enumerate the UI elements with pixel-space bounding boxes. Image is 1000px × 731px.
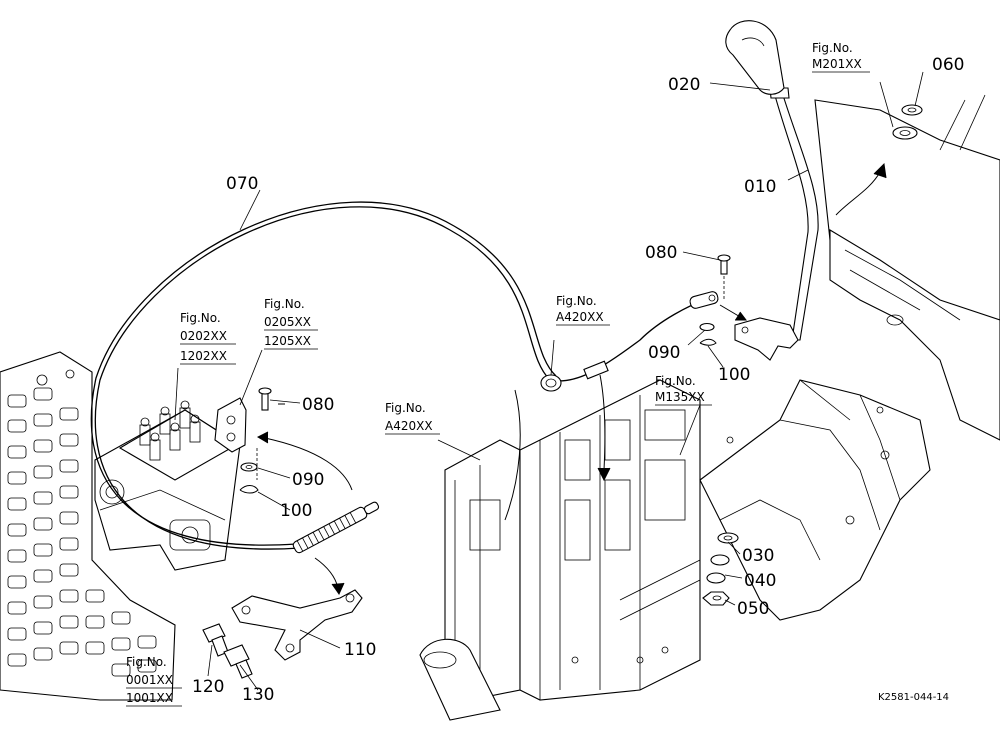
callout-030: 030 (742, 546, 774, 566)
figref-code: 0205XX (264, 315, 311, 329)
callout-020: 020 (668, 75, 700, 95)
assembly-arrows (256, 162, 887, 596)
figref-code: M135XX (655, 390, 705, 404)
right-frame (699, 94, 1000, 621)
lever-110 (231, 589, 363, 661)
figref-0001: Fig.No. 0001XX 1001XX (126, 655, 182, 707)
callout-050: 050 (737, 599, 769, 619)
engine-block (0, 351, 176, 701)
leader-lines (110, 71, 924, 701)
bolt-120 (202, 623, 229, 657)
callouts: 020 010 060 070 080 090 100 080 090 100 … (192, 55, 964, 705)
figref-title: Fig.No. (264, 297, 305, 311)
washer-040 (706, 554, 730, 584)
figref-title: Fig.No. (126, 655, 167, 669)
figref-title: Fig.No. (180, 311, 221, 325)
callout-010: 010 (744, 177, 776, 197)
injection-pump (94, 400, 241, 571)
figref-code: 1205XX (264, 334, 311, 348)
callout-060: 060 (932, 55, 964, 75)
callout-070: 070 (226, 174, 258, 194)
figref-code: A420XX (385, 419, 433, 433)
callout-090-left: 090 (292, 470, 324, 490)
throttle-cable (90, 201, 719, 554)
figref-title: Fig.No. (385, 401, 426, 415)
callout-100-left: 100 (280, 501, 312, 521)
governor-bracket (214, 387, 272, 494)
figref-code: 1202XX (180, 349, 227, 363)
figref-code: 0001XX (126, 673, 173, 687)
callout-100-top: 100 (718, 365, 750, 385)
figref-title: Fig.No. (655, 374, 696, 388)
callout-090-top: 090 (648, 343, 680, 363)
bolt-130 (223, 644, 253, 679)
center-frame (419, 379, 701, 721)
figref-code: 1001XX (126, 691, 173, 705)
figref-code: 0202XX (180, 329, 227, 343)
figref-code: M201XX (812, 57, 862, 71)
callout-080-left: 080 (302, 395, 334, 415)
figref-m135: Fig.No. M135XX (655, 374, 712, 406)
washer-060 (892, 104, 923, 140)
figref-m201: Fig.No. M201XX (812, 41, 870, 73)
lever-plate (699, 254, 799, 361)
figref-a420-top: Fig.No. A420XX (556, 294, 610, 326)
gear-knob (725, 20, 785, 95)
gear-lever (769, 87, 819, 341)
figref-0205: Fig.No. 0205XX 1205XX (264, 297, 318, 350)
drawing-id: K2581-044-14 (878, 692, 949, 703)
figref-a420-left: Fig.No. A420XX (385, 401, 440, 435)
figref-title: Fig.No. (812, 41, 853, 55)
nut-050 (702, 591, 730, 606)
callout-120: 120 (192, 677, 224, 697)
callout-110: 110 (344, 640, 376, 660)
washer-030 (717, 532, 739, 544)
figref-code: A420XX (556, 310, 604, 324)
callout-040: 040 (744, 571, 776, 591)
figref-title: Fig.No. (556, 294, 597, 308)
callout-130: 130 (242, 685, 274, 705)
callout-080-top: 080 (645, 243, 677, 263)
figref-0202: Fig.No. 0202XX 1202XX (180, 311, 236, 365)
